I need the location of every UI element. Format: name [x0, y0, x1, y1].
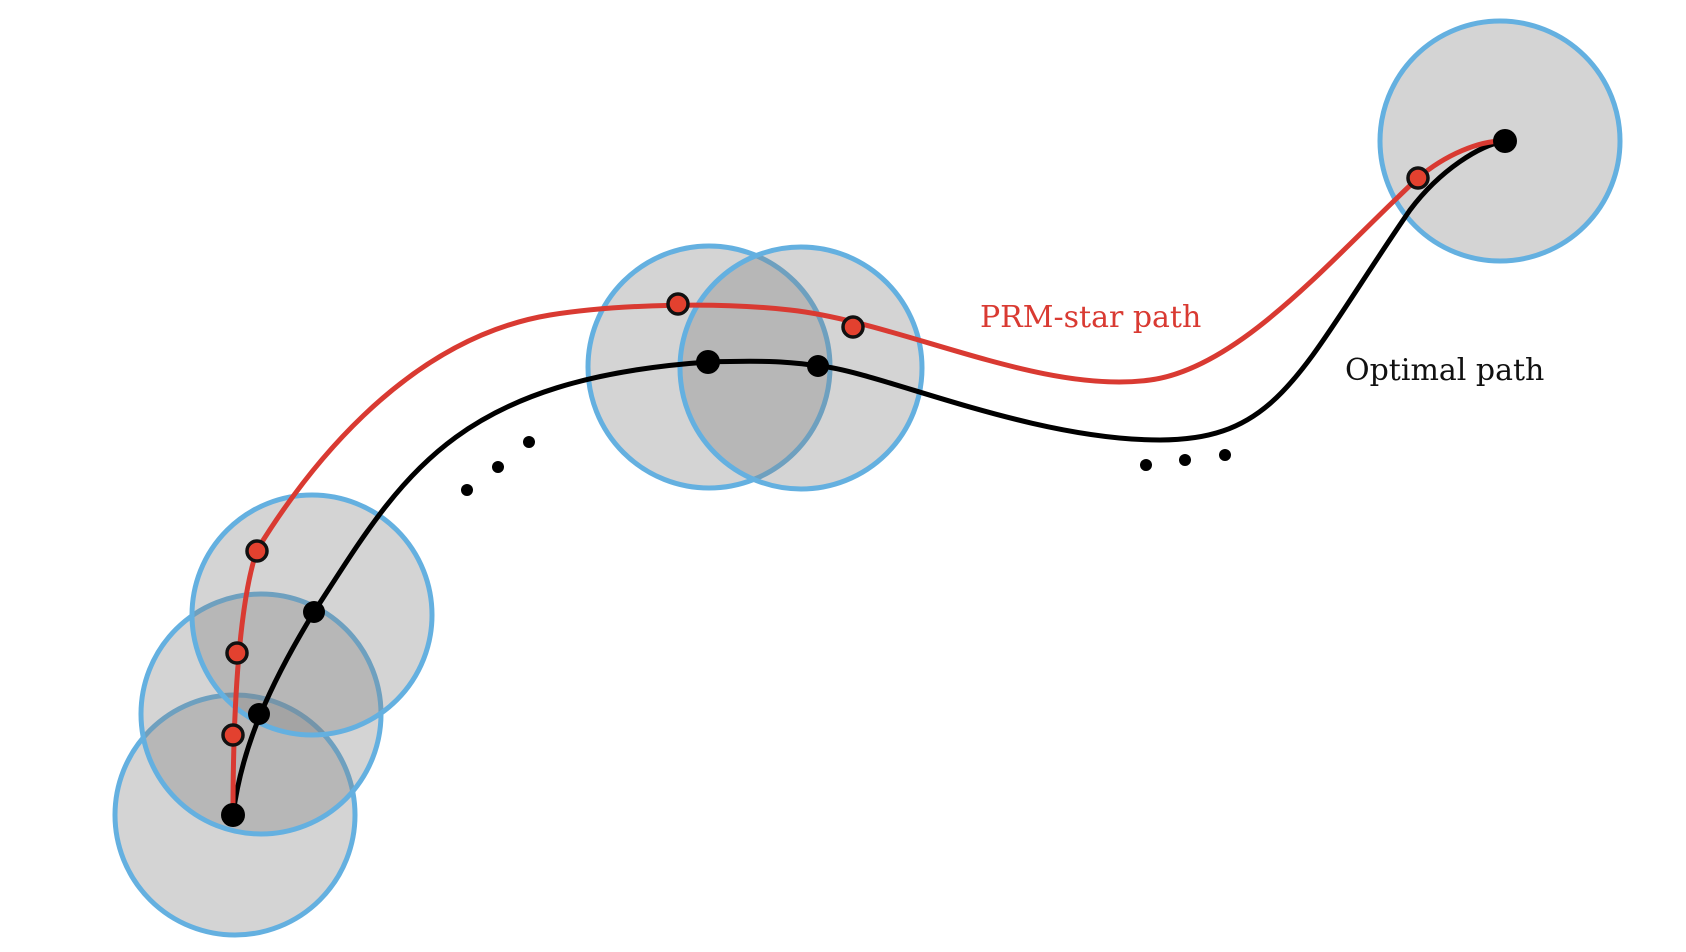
prm-star-node	[225, 641, 249, 665]
ellipsis-dot	[461, 484, 473, 496]
prm-star-node	[841, 315, 865, 339]
ellipsis-dot	[492, 461, 504, 473]
ellipsis-dot	[1140, 459, 1152, 471]
ellipsis-dot	[523, 436, 535, 448]
prm-star-node	[245, 539, 269, 563]
ball-group	[112, 18, 1623, 938]
optimal-path-curve	[230, 138, 1508, 818]
prm-star-node	[1406, 166, 1430, 190]
prm-star-node	[666, 292, 690, 316]
ellipsis-left	[461, 436, 535, 496]
optimal-node	[303, 601, 325, 623]
optimal-node-start	[221, 803, 245, 827]
optimal-node	[248, 703, 270, 725]
prm-star-path-curve	[230, 138, 1508, 818]
ellipsis-dot	[1179, 454, 1191, 466]
prm-star-node	[221, 723, 245, 747]
optimal-path-label: Optimal path	[1345, 353, 1544, 388]
ellipsis-dot	[1219, 449, 1231, 461]
prm-star-nodes	[221, 166, 1430, 747]
optimal-nodes	[221, 129, 1517, 827]
optimal-node	[696, 350, 720, 374]
ellipsis-right	[1140, 449, 1231, 471]
optimal-node	[807, 355, 829, 377]
optimal-node-goal	[1493, 129, 1517, 153]
prm-star-path-label: PRM-star path	[980, 300, 1201, 335]
